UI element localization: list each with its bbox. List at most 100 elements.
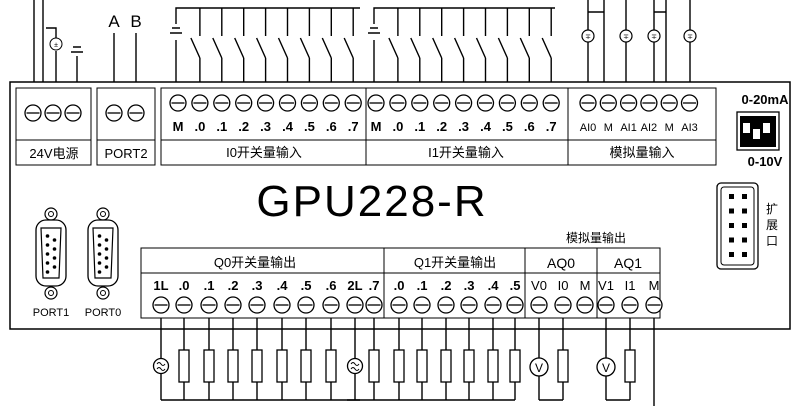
switch-icon bbox=[388, 8, 399, 88]
svg-text:∓: ∓ bbox=[585, 34, 591, 41]
i0-terminal-label: .4 bbox=[282, 119, 294, 134]
aq1-terminal-screw bbox=[597, 296, 615, 314]
expansion-pin bbox=[729, 208, 734, 214]
load-resistor bbox=[178, 318, 190, 400]
switch-icon bbox=[432, 8, 443, 88]
expansion-pin bbox=[742, 223, 747, 228]
switch-icon bbox=[343, 8, 354, 88]
i1-terminal-label: .2 bbox=[436, 119, 447, 134]
ac-source-icon bbox=[346, 318, 364, 400]
switch-icon bbox=[475, 8, 487, 88]
q0-terminal-screw bbox=[346, 296, 364, 314]
q0-terminal-screw bbox=[224, 296, 242, 314]
i0-terminal-label: .2 bbox=[238, 119, 249, 134]
q1-terminal-screw bbox=[484, 296, 502, 314]
expansion-pin bbox=[742, 194, 747, 199]
voltmeter-icon: V bbox=[596, 318, 616, 400]
ai-terminal-label: M bbox=[604, 122, 613, 134]
load-resistor bbox=[624, 318, 636, 400]
i0-group-label: I0开关量输入 bbox=[226, 145, 302, 160]
expansion-pin bbox=[729, 237, 734, 243]
q0-terminal-label: .7 bbox=[369, 278, 380, 293]
load-resistor bbox=[440, 318, 452, 400]
aq0-terminal-screw bbox=[530, 296, 548, 314]
q1-terminal-label: .4 bbox=[488, 278, 500, 293]
q0-terminal-label: .2 bbox=[228, 278, 239, 293]
i0-input-switches bbox=[170, 7, 360, 88]
dip-range-top: 0-20mA bbox=[742, 92, 790, 107]
aq0-terminal-label: V0 bbox=[531, 278, 547, 293]
aq1-terminal-screw bbox=[621, 296, 639, 314]
i1-group-label: I1开关量输入 bbox=[428, 145, 504, 160]
expansion-pin bbox=[742, 252, 747, 257]
i0-terminal-screw bbox=[213, 94, 231, 112]
i1-terminal-label: .3 bbox=[458, 119, 469, 134]
top-wiring: ± A B ∓∓∓∓ bbox=[33, 0, 697, 88]
q0-terminal-label: .1 bbox=[204, 278, 215, 293]
expansion-label-1: 扩 bbox=[766, 202, 778, 216]
q0-terminal-label: .6 bbox=[326, 278, 337, 293]
i0-terminal-label: M bbox=[173, 119, 184, 134]
aq1-terminal-label: I1 bbox=[625, 278, 636, 293]
expansion-pin bbox=[742, 237, 747, 243]
aq0-terminal-screw bbox=[554, 296, 572, 314]
switch-icon bbox=[453, 8, 465, 88]
svg-text:V: V bbox=[602, 361, 610, 375]
i0-terminal-label: .0 bbox=[194, 119, 205, 134]
load-resistor bbox=[557, 318, 569, 400]
i0-terminal-screw bbox=[235, 94, 253, 112]
ai-terminal-label: AI1 bbox=[620, 122, 637, 134]
q0-terminal-label: 1L bbox=[153, 278, 168, 293]
i1-terminal-screw bbox=[520, 94, 538, 112]
expansion-pin bbox=[742, 208, 747, 214]
aq0-label: AQ0 bbox=[547, 255, 575, 271]
aq0-terminal-label: I0 bbox=[558, 278, 569, 293]
i0-terminal-label: .7 bbox=[348, 119, 359, 134]
i0-terminal-screw bbox=[278, 94, 297, 112]
svg-text:±: ± bbox=[54, 42, 58, 49]
q1-terminal-label: .1 bbox=[417, 278, 428, 293]
svg-text:V: V bbox=[535, 361, 543, 375]
port2-terminal-block: PORT2 bbox=[96, 87, 156, 166]
q0-group-label: Q0开关量输出 bbox=[214, 255, 296, 270]
i1-input-switches bbox=[368, 7, 555, 88]
q1-terminal-screw bbox=[506, 296, 524, 314]
power-label: 24V电源 bbox=[29, 146, 78, 161]
q1-terminal-screw bbox=[413, 296, 431, 314]
switch-icon bbox=[212, 8, 223, 88]
ac-source-icon bbox=[152, 318, 170, 400]
switch-icon bbox=[277, 8, 289, 88]
q0-terminal-label: .5 bbox=[301, 278, 312, 293]
switch-icon bbox=[497, 8, 509, 88]
port0-label: PORT0 bbox=[85, 307, 121, 319]
port1-label: PORT1 bbox=[33, 307, 69, 319]
q1-terminal-label: .2 bbox=[441, 278, 452, 293]
load-resistor bbox=[509, 318, 521, 400]
i0-terminal-label: .3 bbox=[260, 119, 271, 134]
q0-terminal-screw bbox=[297, 296, 315, 314]
i1-terminal-screw bbox=[411, 94, 429, 112]
expansion-port: 扩 展 口 bbox=[716, 182, 778, 270]
port2-label: PORT2 bbox=[104, 146, 147, 161]
ai-terminal-screw bbox=[640, 94, 658, 112]
switch-icon bbox=[299, 8, 311, 88]
load-resistor bbox=[416, 318, 428, 400]
q0-terminal-screw bbox=[365, 296, 383, 314]
model-name: GPU228-R bbox=[256, 177, 487, 226]
port-a-label: A bbox=[108, 12, 120, 31]
port1-db9-connector bbox=[35, 207, 67, 300]
port2-terminal-screw bbox=[105, 104, 123, 122]
ai-terminal-label: AI2 bbox=[641, 122, 658, 134]
power-source-icon bbox=[49, 37, 63, 51]
aq0-terminal-screw bbox=[576, 296, 594, 314]
load-resistor bbox=[203, 318, 215, 400]
i1-terminal-screw bbox=[498, 94, 517, 112]
ai-terminal-label: AI0 bbox=[580, 122, 597, 134]
ai-group-label: 模拟量输入 bbox=[609, 145, 674, 160]
q1-terminal-label: .3 bbox=[464, 278, 475, 293]
svg-text:∓: ∓ bbox=[623, 34, 629, 41]
aq1-label: AQ1 bbox=[614, 255, 642, 271]
i1-terminal-screw bbox=[542, 94, 560, 112]
